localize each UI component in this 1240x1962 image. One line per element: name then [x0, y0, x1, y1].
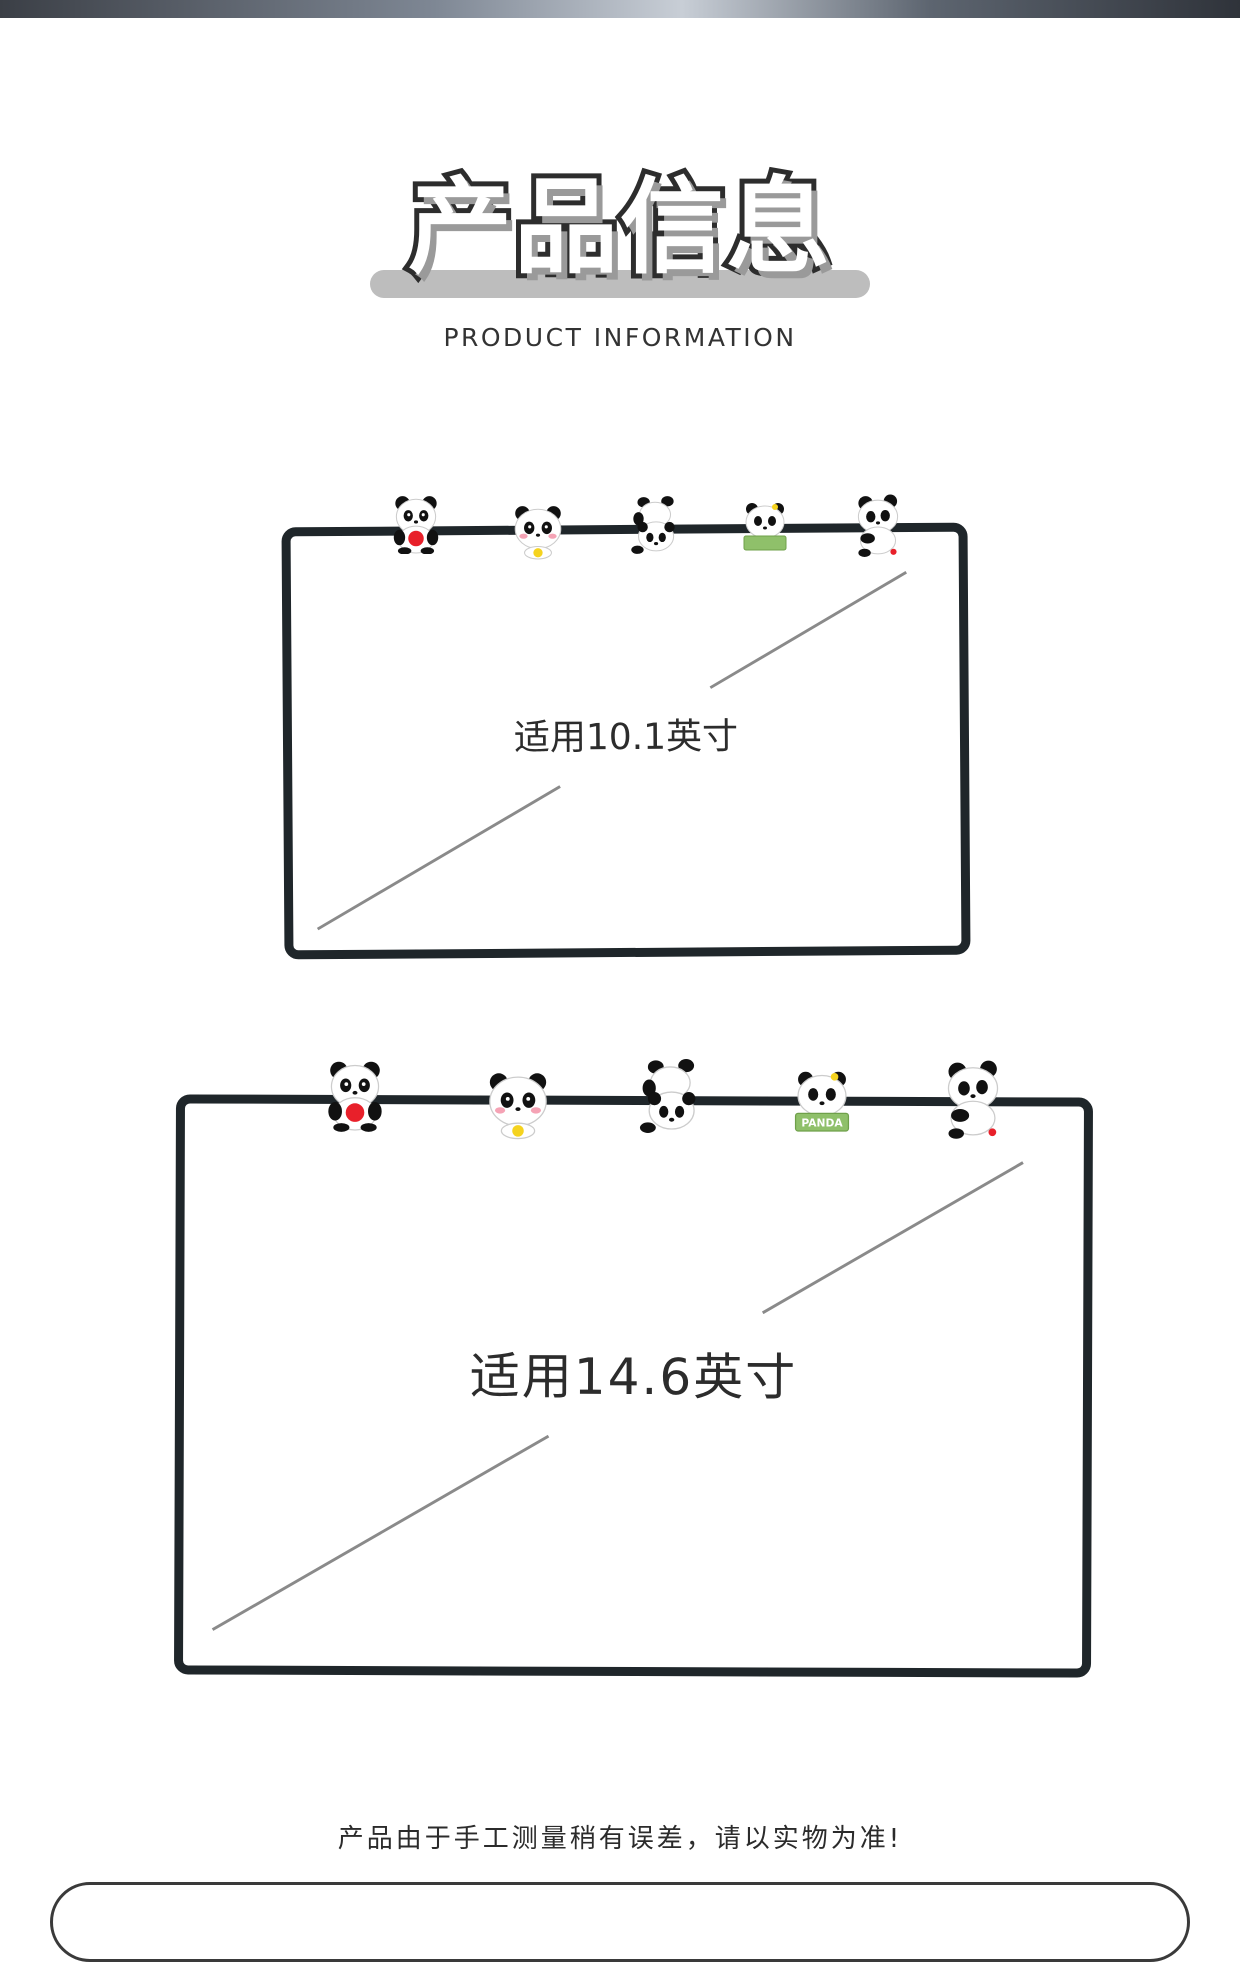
section-title-cn: 产品信息: [403, 163, 835, 291]
top-photo-strip: [0, 0, 1240, 18]
title-underbar: [370, 270, 870, 298]
frame-small-label: 适用10.1英寸: [513, 716, 739, 759]
frame-small: 适用10.1英寸: [281, 522, 971, 960]
section-title-en: PRODUCT INFORMATION: [443, 323, 797, 352]
section-title: 产品信息: [370, 163, 870, 308]
frame-large: 适用14.6英寸: [173, 1094, 1094, 1678]
next-section-card: [50, 1882, 1190, 1962]
measurement-disclaimer: 产品由于手工测量稍有误差，请以实物为准!: [337, 1824, 903, 1854]
frame-large-label: 适用14.6英寸: [469, 1347, 798, 1407]
